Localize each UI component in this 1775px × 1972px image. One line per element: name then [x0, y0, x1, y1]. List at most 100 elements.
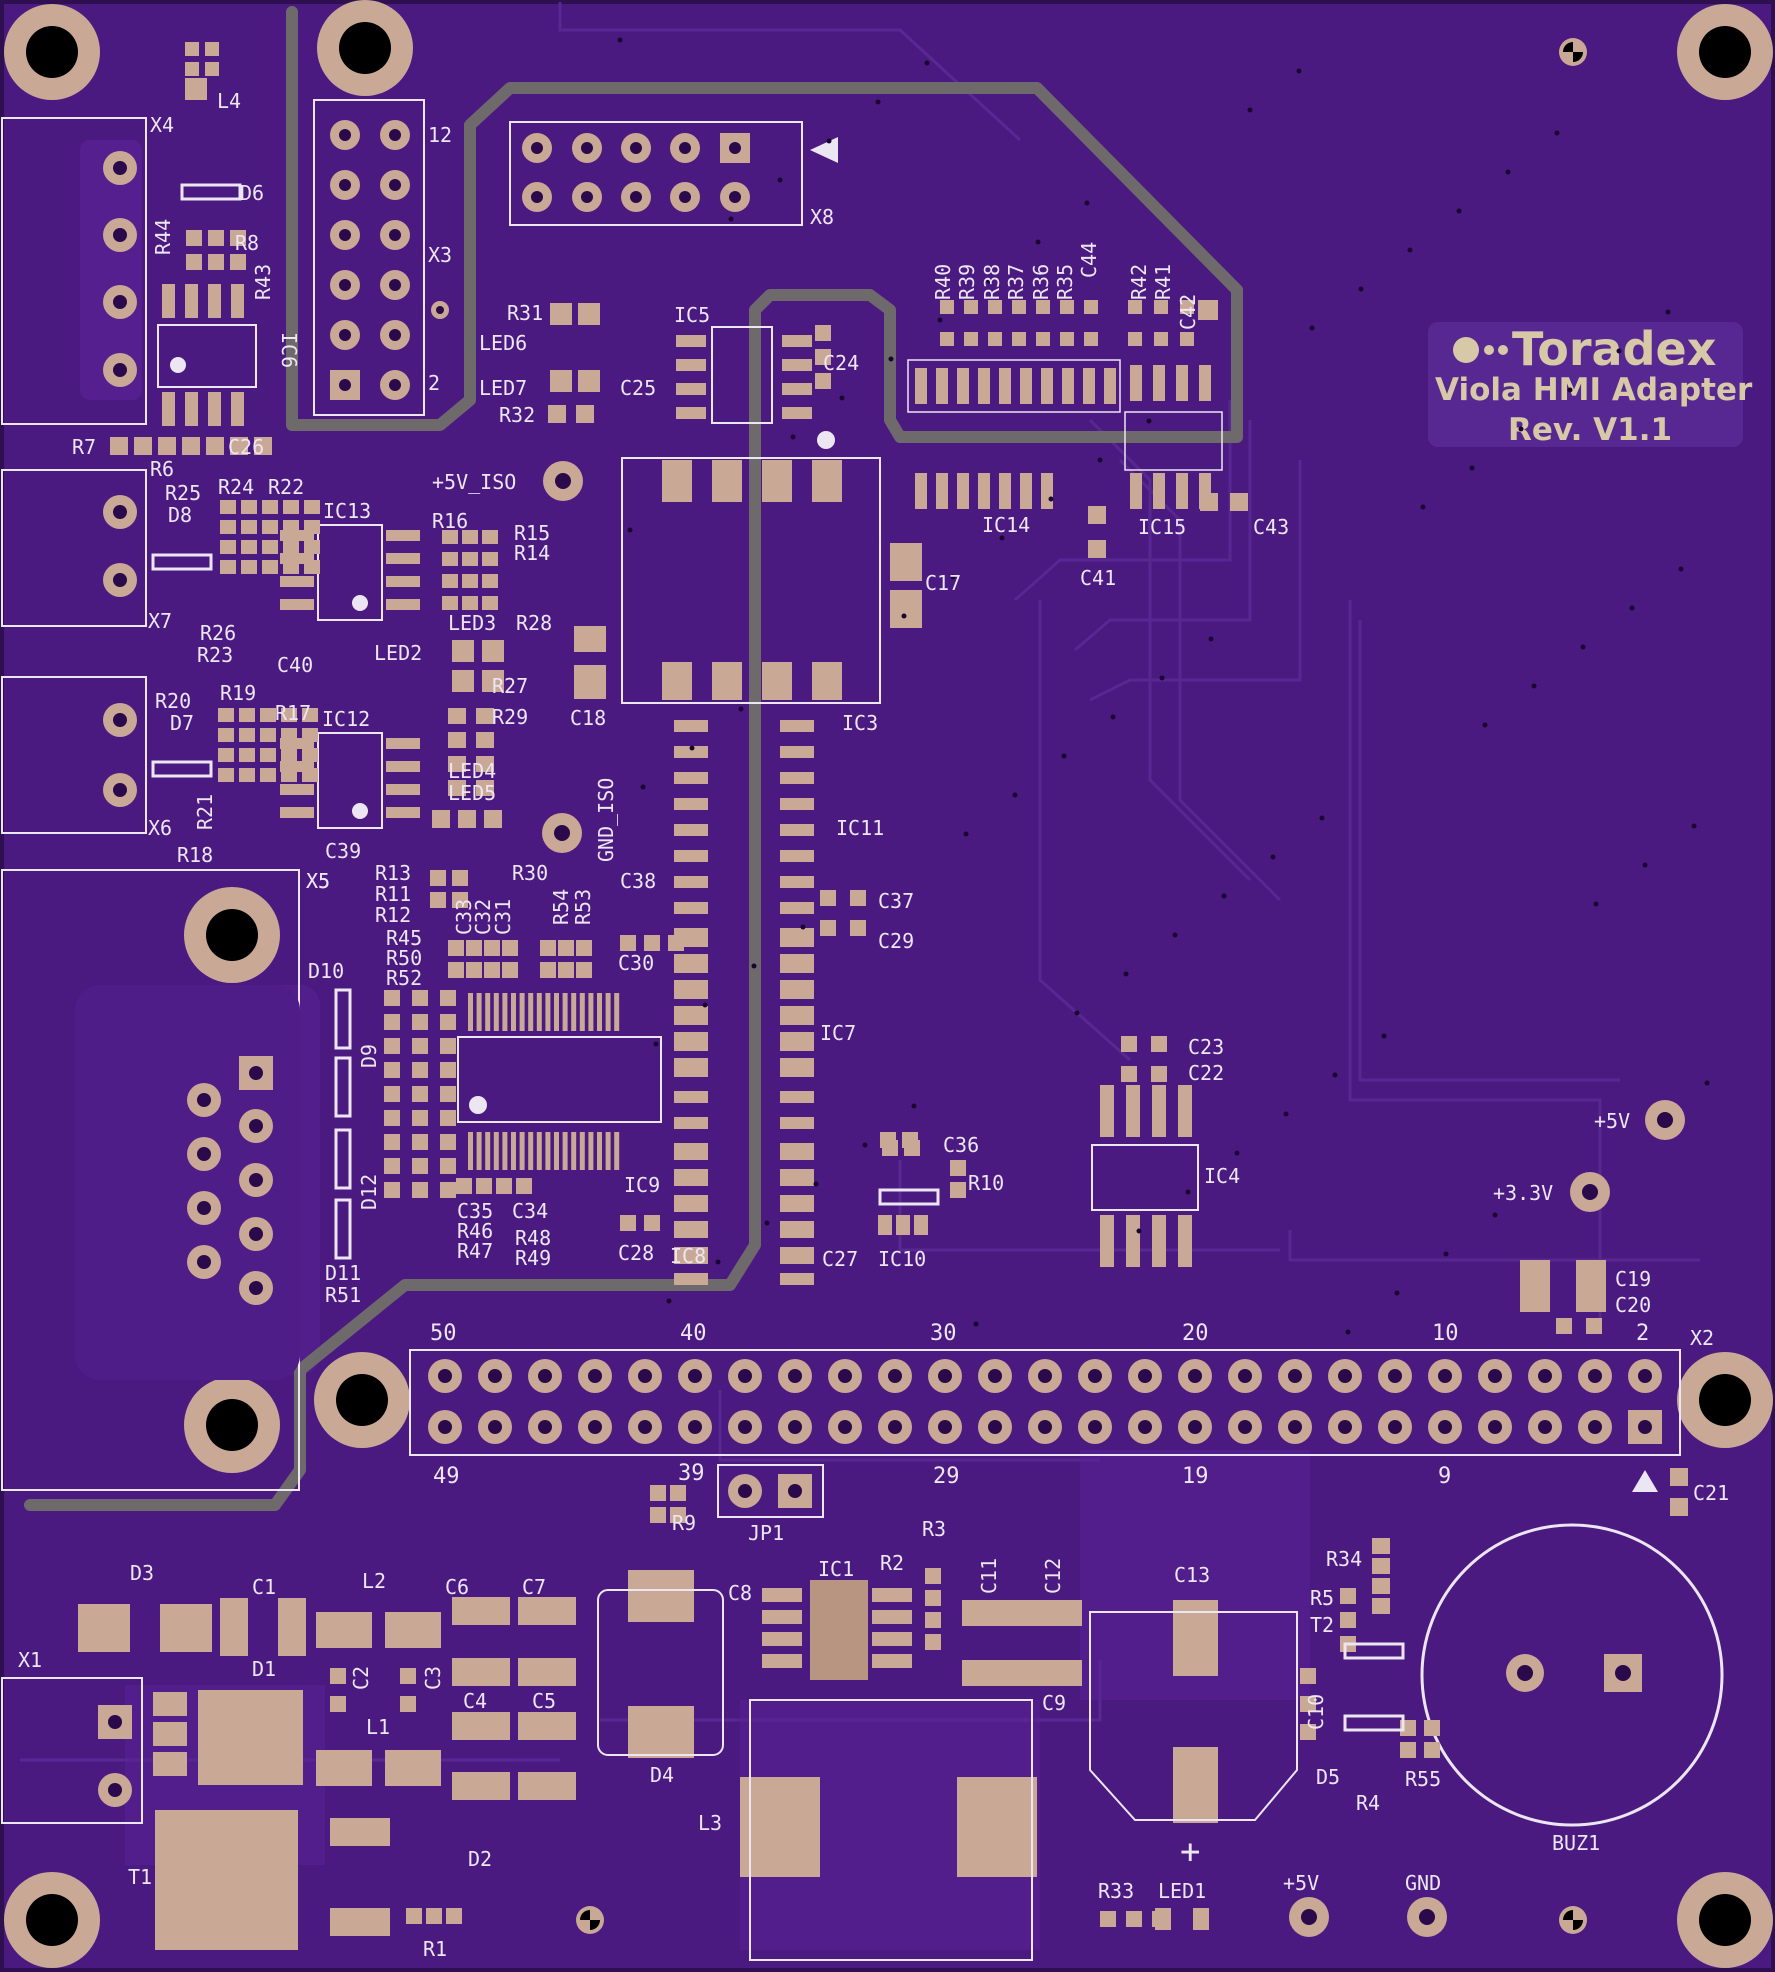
mounting-hole — [4, 4, 100, 100]
smd-pad — [780, 876, 814, 888]
via — [901, 613, 907, 619]
connector-x1 — [1, 1677, 143, 1824]
label-c44: C44 — [1077, 242, 1101, 278]
smd-pad — [1340, 1588, 1356, 1604]
smd-pad — [1199, 365, 1211, 401]
ic3-outline — [621, 457, 881, 704]
smd-pad — [384, 990, 400, 1006]
smd-pad — [1340, 1612, 1356, 1628]
smd-pad — [1198, 300, 1218, 320]
via — [862, 1142, 868, 1148]
smd-pad — [185, 62, 199, 76]
smd-pad — [260, 768, 276, 782]
smd-pad — [940, 332, 954, 346]
smd-pad — [476, 732, 494, 748]
smd-pad — [674, 961, 708, 973]
smd-pad — [280, 530, 314, 541]
smd-pad — [978, 368, 990, 404]
label-led3: LED3 — [448, 611, 496, 635]
x2-label-19: 19 — [1182, 1464, 1209, 1489]
smd-pad — [384, 1062, 400, 1078]
smd-pad — [820, 920, 836, 936]
smd-pad — [936, 473, 948, 509]
smd-pad — [430, 870, 446, 886]
smd-pad — [536, 993, 542, 1031]
via — [800, 924, 806, 930]
smd-pad — [440, 1110, 456, 1126]
smd-pad — [440, 1086, 456, 1102]
smd-pad — [999, 368, 1011, 404]
label-led7: LED7 — [479, 376, 527, 400]
smd-pad — [536, 1132, 542, 1170]
smd-pad — [820, 890, 836, 906]
smd-pad — [485, 1132, 491, 1170]
smd-pad — [1041, 368, 1053, 404]
smd-pad — [880, 1132, 896, 1148]
label-led1: LED1 — [1158, 1879, 1206, 1903]
label-led4: LED4 — [448, 759, 496, 783]
smd-pad — [528, 993, 534, 1031]
via — [777, 177, 783, 183]
smd-pad — [815, 373, 831, 389]
via — [1456, 208, 1462, 214]
l3-outline — [749, 1699, 1033, 1961]
via — [715, 1259, 721, 1265]
smd-pad — [1153, 473, 1165, 509]
smd-pad — [280, 738, 314, 749]
smd-pad — [262, 560, 278, 574]
board-title: Viola HMI Adapter — [1435, 372, 1753, 408]
x2-label-9: 9 — [1438, 1464, 1451, 1489]
ref-x6: X6 — [148, 816, 172, 840]
smd-pad — [208, 392, 221, 426]
buzzer-buz1 — [1420, 1523, 1724, 1827]
smd-pad — [1088, 506, 1106, 524]
label-r11: R11 — [375, 882, 411, 906]
via — [1270, 854, 1276, 860]
tp-gnd-iso: GND_ISO — [594, 778, 618, 862]
label-d4: D4 — [650, 1763, 674, 1787]
smd-pad — [412, 1062, 428, 1078]
smd-pad — [674, 1148, 708, 1160]
smd-pad — [262, 540, 278, 554]
label-r36: R36 — [1029, 264, 1053, 300]
label-r9: R9 — [672, 1511, 696, 1535]
label-c34: C34 — [512, 1199, 548, 1223]
label-r29: R29 — [492, 705, 528, 729]
smd-pad — [304, 500, 320, 514]
smd-pad — [644, 935, 660, 951]
smd-pad — [1130, 473, 1142, 509]
smd-pad — [1020, 473, 1032, 509]
label-r53: R53 — [571, 889, 595, 925]
label-r8: R8 — [235, 231, 259, 255]
smd-pad — [872, 1632, 912, 1646]
smd-pad — [762, 1610, 802, 1624]
smd-pad — [545, 1132, 551, 1170]
label-c30: C30 — [618, 951, 654, 975]
diode-outline — [334, 1056, 352, 1118]
smd-pad — [850, 890, 866, 906]
smd-pad — [220, 540, 236, 554]
label-r1: R1 — [423, 1937, 447, 1961]
smd-pad — [484, 962, 500, 978]
via — [1283, 1111, 1289, 1117]
label-r3: R3 — [922, 1517, 946, 1541]
smd-pad — [462, 552, 478, 566]
smd-pad — [386, 576, 420, 587]
via — [640, 784, 646, 790]
logo-text: Toradex — [1512, 322, 1716, 376]
smd-pad — [676, 335, 706, 347]
smd-pad — [1100, 1911, 1116, 1927]
label-c37: C37 — [878, 889, 914, 913]
via — [1394, 1290, 1400, 1296]
label-c33: C33 — [452, 899, 476, 935]
smd-pad — [1372, 1578, 1390, 1594]
label-c31: C31 — [491, 899, 515, 935]
smd-pad — [902, 1132, 918, 1148]
label-d5: D5 — [1316, 1765, 1340, 1789]
connector-x3 — [313, 99, 449, 416]
smd-pad — [674, 850, 708, 862]
smd-pad — [482, 574, 498, 588]
via — [689, 745, 695, 751]
via — [1691, 823, 1697, 829]
